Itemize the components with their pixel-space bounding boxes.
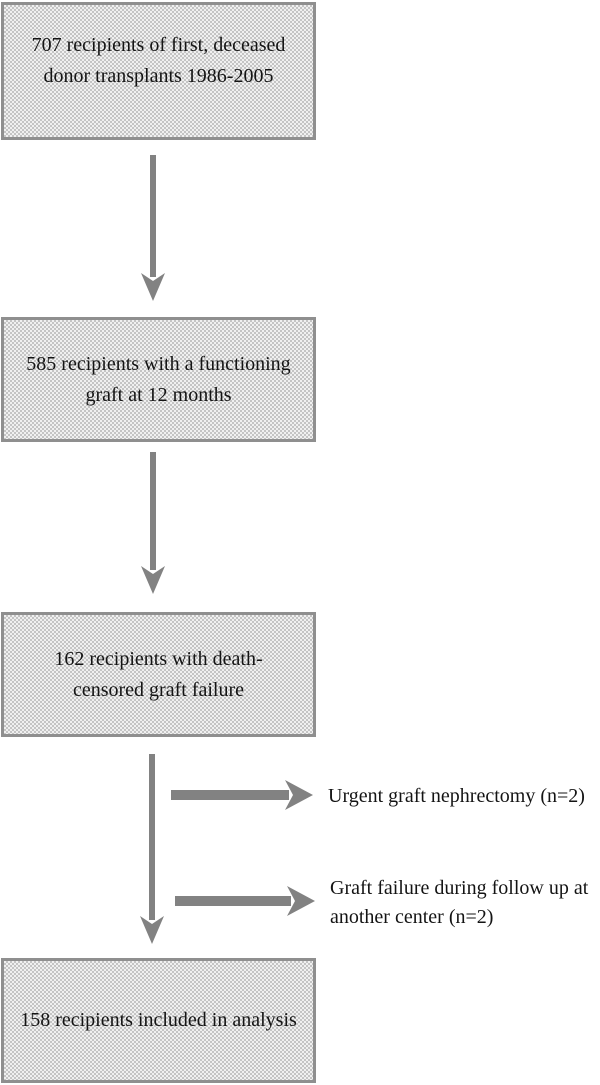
right-arrow-icon (175, 886, 315, 916)
box-recipients-162: 162 recipients with death- censored graf… (1, 612, 316, 737)
arrow-head (285, 780, 313, 810)
right-arrow-icon (171, 780, 313, 810)
down-arrow-icon (141, 155, 165, 301)
arrow-shaft (150, 452, 156, 570)
box-recipients-707: 707 recipients of first, deceased donor … (1, 2, 316, 140)
box-recipients-585: 585 recipients with a functioning graft … (1, 317, 316, 442)
arrow-shaft (150, 155, 156, 277)
box-text-line: donor transplants 1986-2005 (43, 65, 274, 87)
down-arrow-icon (140, 754, 164, 944)
box-text-line: graft at 12 months (85, 383, 232, 406)
exclusion-label-other-center: Graft failure during follow up at anothe… (330, 874, 588, 932)
box-text-line: 162 recipients with death- (54, 647, 263, 670)
arrow-shaft (171, 790, 289, 800)
box-text-line: 158 recipients included in analysis (20, 1009, 297, 1031)
exclusion-text-line: Graft failure during follow up at (330, 877, 589, 899)
arrow-head (141, 273, 165, 301)
down-arrow-icon (141, 452, 165, 594)
arrow-head (141, 566, 165, 594)
box-text-line: censored graft failure (72, 678, 244, 701)
box-text-line: 707 recipients of first, deceased (31, 34, 286, 56)
exclusion-text-line: another center (n=2) (330, 906, 494, 928)
exclusion-label-nephrectomy: Urgent graft nephrectomy (n=2) (328, 782, 585, 810)
arrow-head (287, 886, 315, 916)
box-recipients-158: 158 recipients included in analysis (1, 958, 316, 1083)
arrow-shaft (175, 896, 291, 906)
box-text-line: 585 recipients with a functioning (26, 352, 291, 375)
arrow-shaft (149, 754, 155, 920)
arrow-head (140, 916, 164, 944)
exclusion-text-line: Urgent graft nephrectomy (n=2) (328, 785, 585, 807)
